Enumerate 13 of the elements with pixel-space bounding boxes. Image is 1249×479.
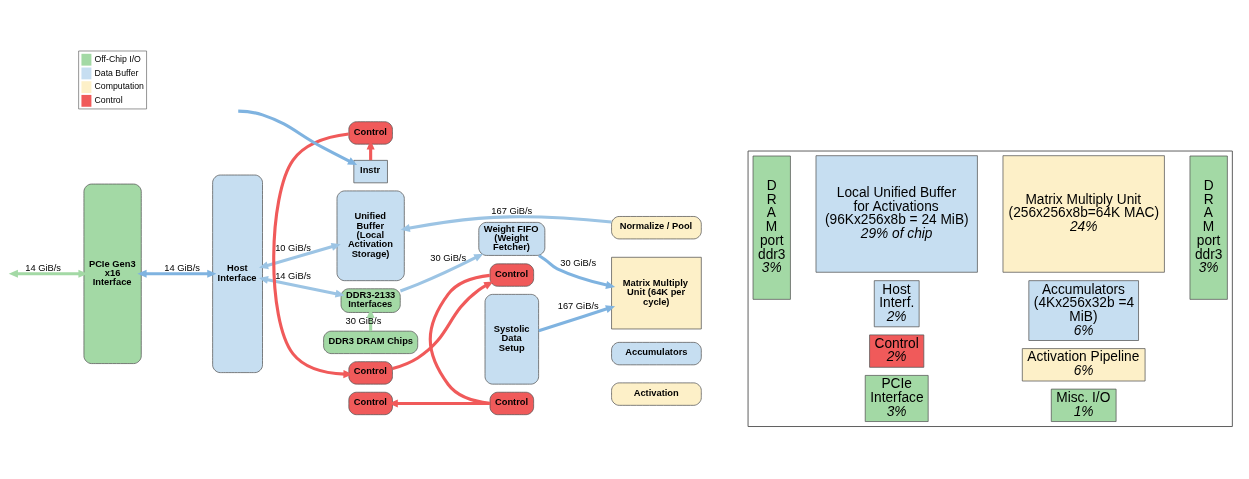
edge-label: 30 GiB/s bbox=[345, 315, 382, 326]
edge-label: 30 GiB/s bbox=[560, 257, 597, 268]
edge-label: 10 GiB/s bbox=[275, 242, 311, 253]
edge-label: 167 GiB/s bbox=[557, 300, 599, 311]
legend-label: Control bbox=[94, 94, 123, 105]
legend-label: Data Buffer bbox=[94, 67, 139, 78]
edge-label: 30 GiB/s bbox=[430, 252, 467, 263]
edge-label: 14 GiB/s bbox=[25, 262, 61, 273]
edge-label: 14 GiB/s bbox=[275, 270, 311, 281]
edge-label: 167 GiB/s bbox=[491, 205, 533, 216]
edge-label: 14 GiB/s bbox=[164, 262, 200, 273]
legend-label: Off-Chip I/O bbox=[94, 53, 141, 64]
legend-label: Computation bbox=[94, 80, 144, 91]
